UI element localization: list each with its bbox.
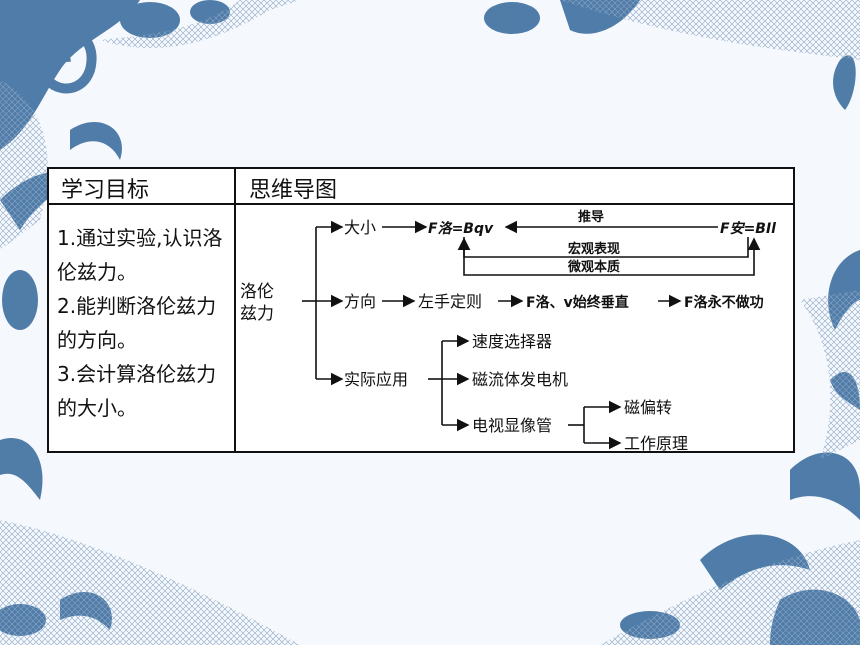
header-learning-goals: 学习目标 — [61, 178, 150, 203]
perpendicular-note: F洛、v始终垂直 — [526, 294, 629, 311]
no-work-note: F洛永不做功 — [684, 294, 764, 311]
goal-item: 3.会计算洛伦兹力的大小。 — [57, 362, 217, 420]
crt-magnetic-deflection: 磁偏转 — [624, 398, 672, 417]
branch-size: 大小 — [344, 218, 376, 237]
app-mhd-generator: 磁流体发电机 — [472, 370, 568, 389]
formula-lorentz: F洛=Bqv — [428, 220, 494, 237]
mind-map: 洛伦 兹力 大小 F洛=Bqv 推导 F安=BIl 宏观表现 微观本质 方向 左… — [240, 209, 776, 451]
goals-list: 1.通过实验,认识洛伦兹力。 2.能判断洛伦兹力的方向。 3.会计算洛伦兹力的大… — [57, 221, 232, 425]
label-macro: 宏观表现 — [568, 241, 620, 257]
app-velocity-selector: 速度选择器 — [472, 332, 552, 351]
root-label-line2: 兹力 — [240, 304, 274, 324]
goal-item: 2.能判断洛伦兹力的方向。 — [57, 294, 217, 352]
app-crt-tube: 电视显像管 — [472, 416, 552, 435]
formula-ampere: F安=BIl — [720, 220, 776, 237]
objectives-table: 学习目标 思维导图 1.通过实验,认识洛伦兹力。 2.能判断洛伦兹力的方向。 3… — [47, 167, 795, 453]
label-micro: 微观本质 — [567, 259, 620, 275]
root-label-line1: 洛伦 — [240, 282, 274, 302]
table-header-row — [49, 169, 793, 205]
branch-application: 实际应用 — [344, 370, 408, 389]
left-hand-rule: 左手定则 — [418, 292, 482, 311]
goal-item: 1.通过实验,认识洛伦兹力。 — [57, 226, 223, 284]
label-derive: 推导 — [578, 209, 604, 225]
branch-direction: 方向 — [344, 292, 376, 311]
crt-working-principle: 工作原理 — [624, 434, 688, 451]
column-divider — [234, 169, 236, 451]
header-mind-map: 思维导图 — [249, 178, 338, 203]
